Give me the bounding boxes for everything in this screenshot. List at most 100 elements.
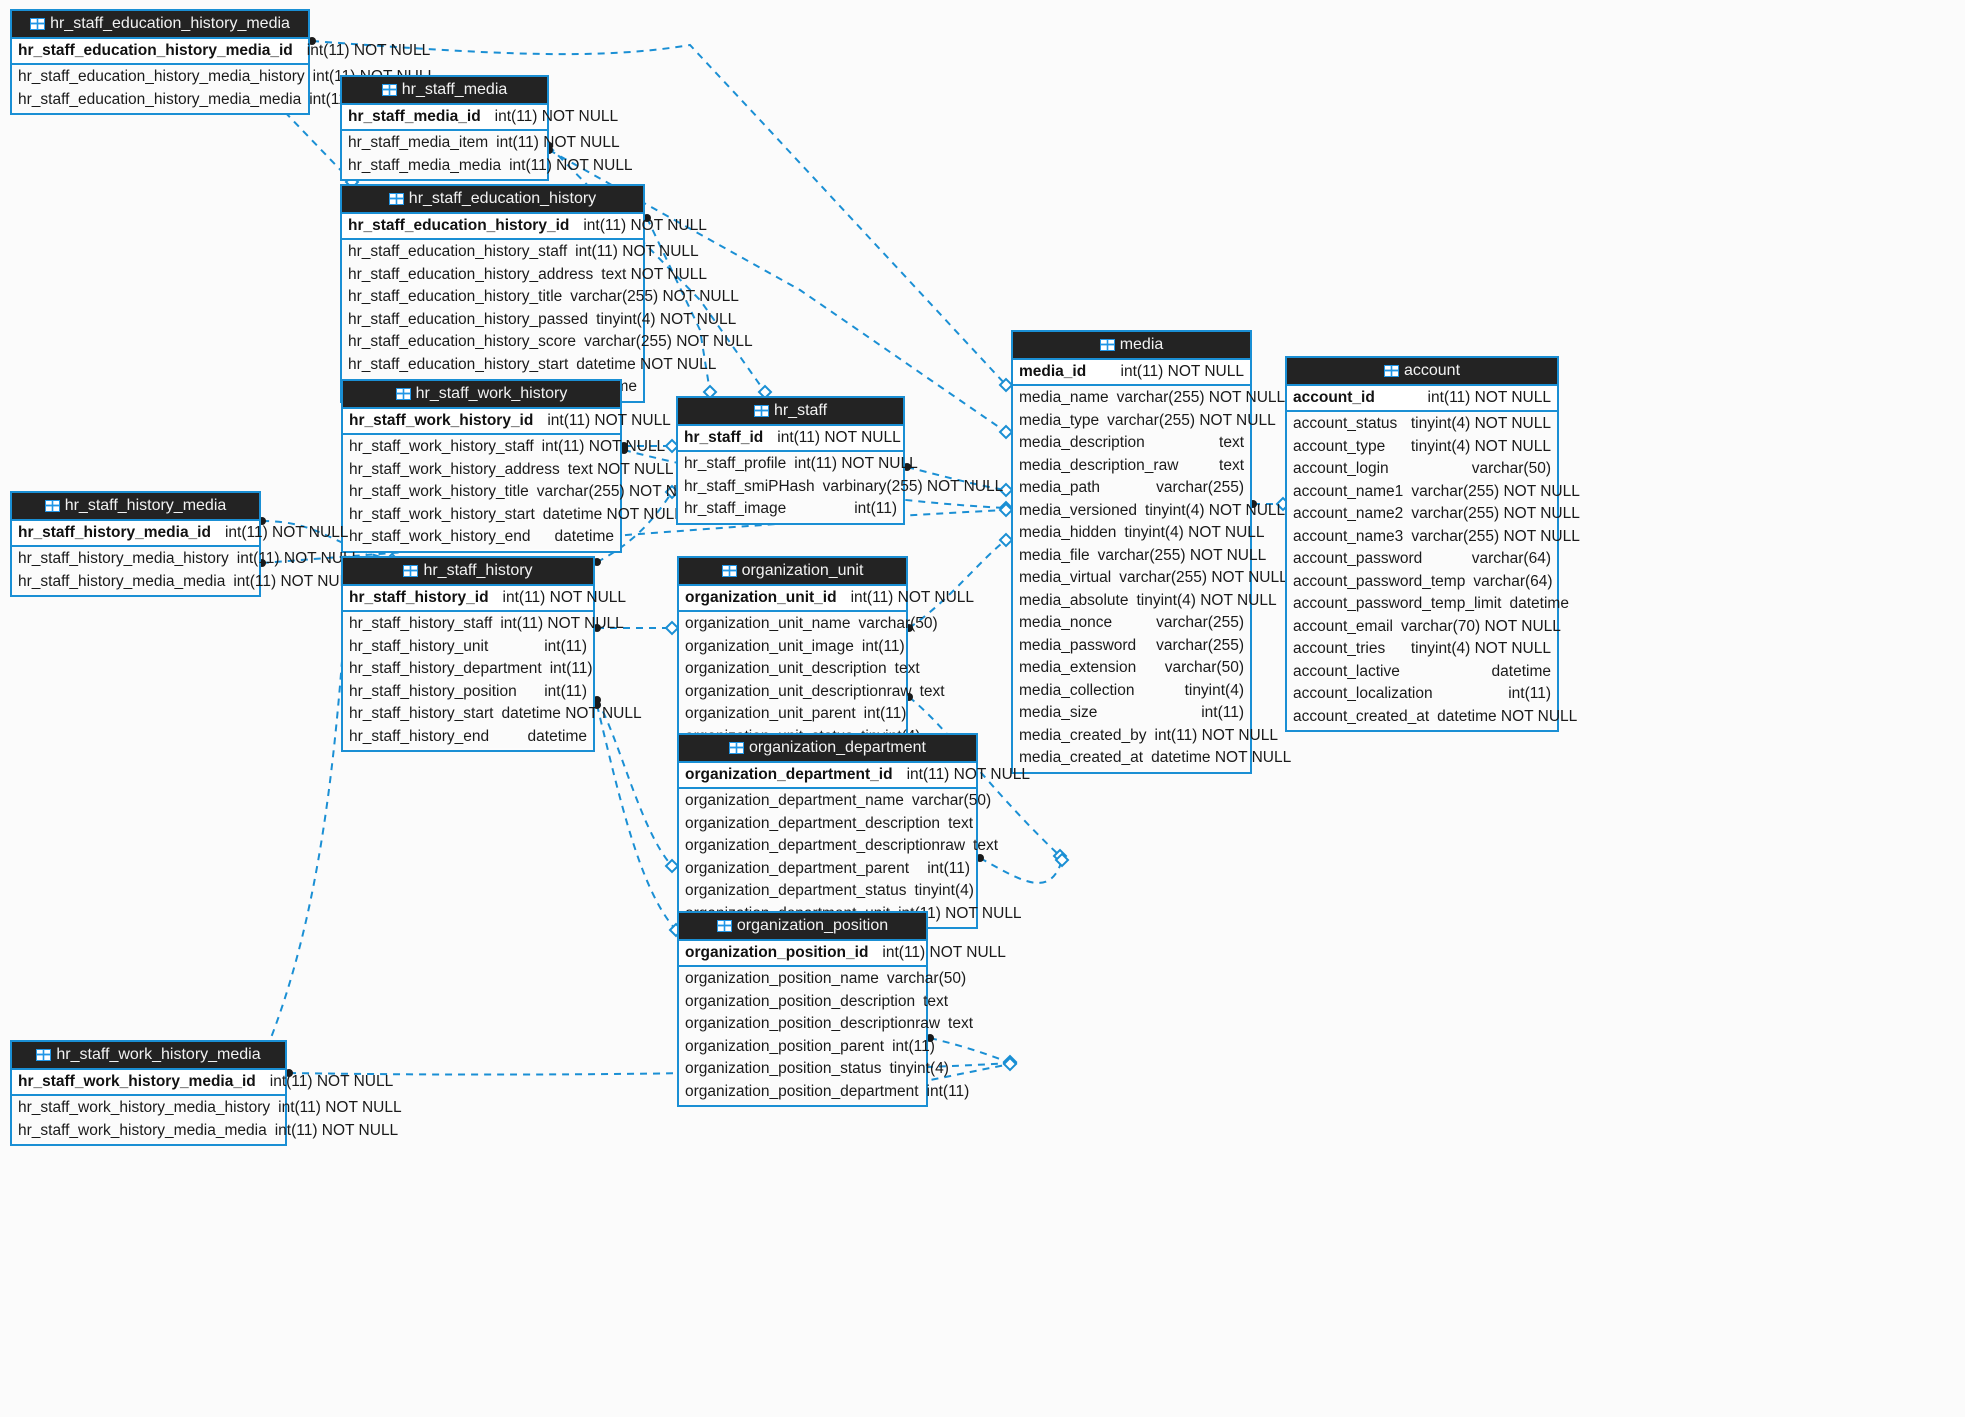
table-header-hr_staff_work_history_media[interactable]: hr_staff_work_history_media [12,1042,285,1070]
table-header-hr_staff_education_history_media[interactable]: hr_staff_education_history_media [12,11,308,39]
table-header-media[interactable]: media [1013,332,1250,360]
table-header-hr_staff[interactable]: hr_staff [678,398,903,426]
table-header-hr_staff_work_history[interactable]: hr_staff_work_history [343,381,620,409]
table-header-organization_department[interactable]: organization_department [679,735,976,763]
table-header-hr_staff_media[interactable]: hr_staff_media [342,77,547,105]
table-header-organization_position[interactable]: organization_position [679,913,926,941]
table-header-organization_unit[interactable]: organization_unit [679,558,906,586]
table-header-account[interactable]: account [1287,358,1557,386]
table-header-hr_staff_education_history[interactable]: hr_staff_education_history [342,186,643,214]
table-header-hr_staff_history_media[interactable]: hr_staff_history_media [12,493,259,521]
